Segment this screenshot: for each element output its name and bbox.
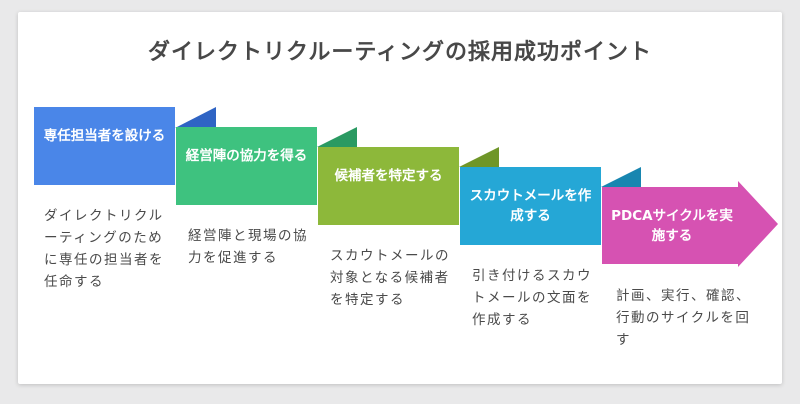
step-2-fold [317, 127, 357, 147]
step-2-description: 経営陣と現場の協力を促進する [188, 228, 308, 266]
step-5-label: PDCAサイクルを実施する [611, 208, 733, 244]
step-3-block [318, 147, 459, 225]
step-4-block [460, 167, 601, 245]
step-4-fold [601, 167, 641, 187]
step-5-description: 計画、実行、確認、行動のサイクルを回す [616, 288, 751, 348]
step-4-description: 引き付けるスカウトメールの文面を作成する [472, 268, 592, 328]
step-1-block [34, 107, 175, 185]
step-2-block [176, 127, 317, 205]
step-3-fold [459, 147, 499, 167]
step-3-description: スカウトメールの対象となる候補者を特定する [330, 248, 450, 308]
step-1-description: ダイレクトリクルーティングのために専任の担当者を任命する [44, 208, 164, 290]
step-3-label: 候補者を特定する [334, 168, 443, 184]
step-2-label: 経営陣の協力を得る [185, 148, 308, 164]
step-1-label: 専任担当者を設ける [43, 128, 166, 144]
step-1-fold [175, 107, 216, 128]
step-5-arrow [602, 181, 778, 267]
step-4-label: スカウトメールを作成する [469, 188, 592, 224]
diagram-title: ダイレクトリクルーティングの採用成功ポイント [147, 40, 653, 65]
